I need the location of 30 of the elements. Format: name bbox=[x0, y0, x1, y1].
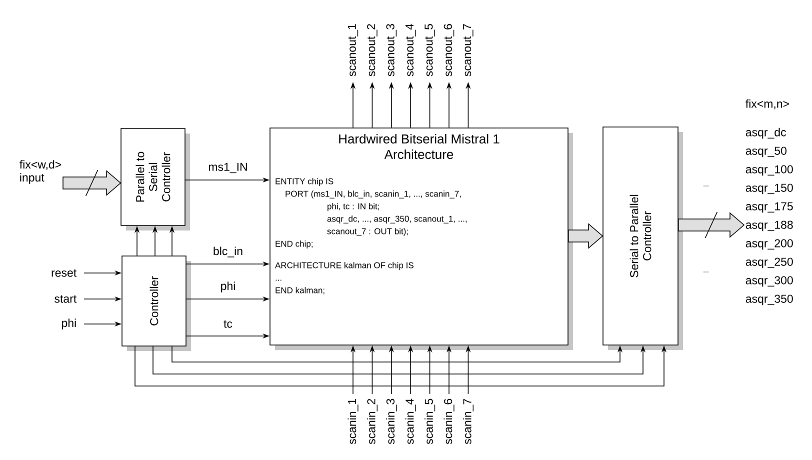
block-box: Hardwired Bitserial Mistral 1 Architecture ENTITY chip IS PORT (ms1_IN, blc_in, scanin_1, ..., scanin_7, phi, tc : IN bit; asqr_dc, ..., asqr_350, scanout_1, ..., scanout_7 : OUT bit); END chip; ARCHITECTURE kalman OF chip IS ... END kalman; bbox=[270, 128, 573, 350]
edge-label: blc_in bbox=[212, 246, 244, 258]
signal-label: scanin_4 bbox=[405, 398, 416, 444]
signal-label: scanout_2 bbox=[367, 24, 378, 76]
signal-label: start bbox=[54, 295, 77, 303]
edge-label: tc bbox=[222, 319, 234, 329]
bus-arrow bbox=[678, 212, 745, 238]
block-box: Controller bbox=[122, 256, 191, 351]
signal-label: scanout_3 bbox=[386, 24, 397, 76]
signal-label: reset bbox=[52, 269, 77, 277]
signal-label: scanout_6 bbox=[444, 24, 454, 76]
signal-label: scanin_6 bbox=[444, 398, 454, 444]
bus-arrow bbox=[568, 223, 604, 249]
signal-label: phi bbox=[62, 318, 76, 330]
signal-label: scanin_2 bbox=[366, 398, 378, 444]
signal-label: scanin_3 bbox=[386, 398, 397, 444]
signal-label: scanout_1 bbox=[348, 24, 358, 76]
signal-label: scanin_7 bbox=[462, 398, 474, 444]
bus-arrow bbox=[62, 170, 122, 196]
signal-label: scanout_4 bbox=[406, 24, 416, 76]
signal-label: scanout_7 bbox=[463, 24, 474, 76]
block-box: Parallel to Serial Controller bbox=[120, 128, 190, 230]
signal-label: scanout_5 bbox=[424, 24, 435, 76]
block-box: Serial to Parallel Controller bbox=[602, 126, 683, 350]
edge-label: ms1_IN bbox=[207, 162, 249, 174]
signal-label: scanin_1 bbox=[348, 398, 358, 444]
signal-label: fix<w,d> input bbox=[20, 160, 62, 184]
signal-list: fix<m,n> asqr_dc asqr_50 asqr_100 asqr_150 asqr_175 asqr_188 asqr_200 asqr_250 asqr_300 asqr_350 bbox=[746, 99, 793, 306]
edge-label: phi bbox=[219, 280, 237, 294]
signal-label: scanin_5 bbox=[424, 398, 436, 444]
